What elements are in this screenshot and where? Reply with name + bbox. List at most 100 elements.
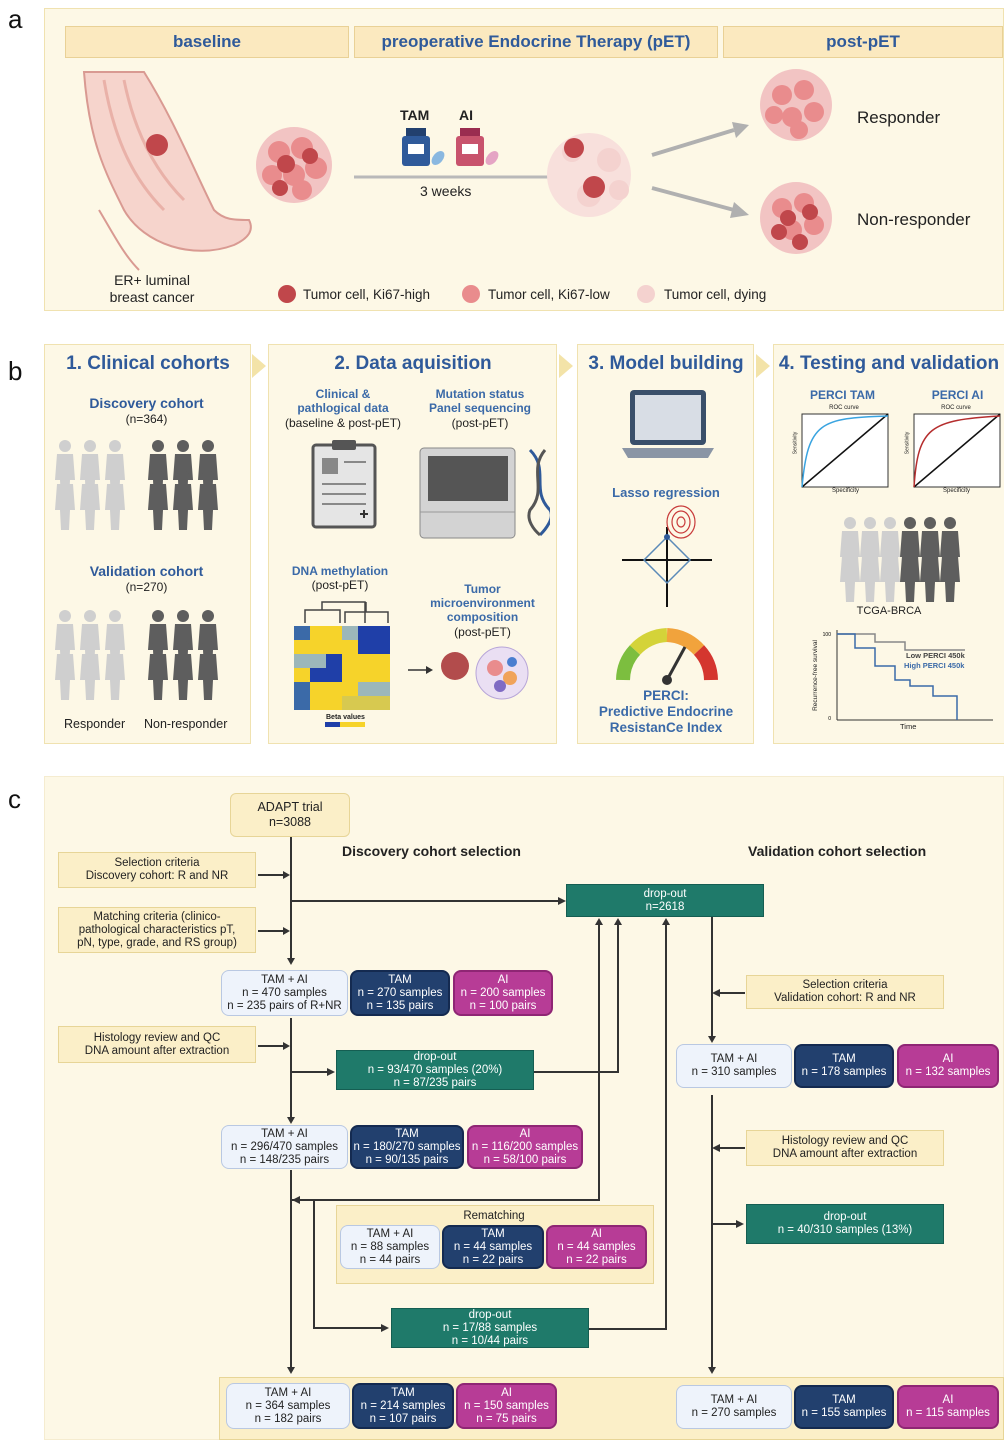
tcga-people-icons [840, 517, 960, 602]
sens-label-1: Sensitivity [792, 431, 799, 455]
panel-b-letter: b [8, 356, 23, 386]
ai-bottle-icon [456, 128, 499, 166]
label-cancer-type: ER+ luminal breast cancer [109, 272, 195, 305]
laptop-icon [622, 390, 714, 458]
header-baseline: baseline [65, 26, 349, 58]
validation-cohort-n: (n=270) [125, 580, 168, 594]
tme-label: Tumor microenvironment composition [430, 582, 535, 624]
header-post-pet: post-pET [723, 26, 1003, 58]
discovery-cohort-label: Discovery cohort [89, 395, 204, 411]
mutation-label: Mutation status Panel sequencing [428, 387, 532, 415]
vrow1-tam-ai: TAM + AI n = 310 samples [676, 1044, 792, 1088]
row3-tam: TAM n = 44 samples n = 22 pairs [442, 1225, 544, 1269]
legend-non-responder: Non-responder [144, 717, 228, 731]
roc-curves [801, 413, 1001, 488]
legend-responder: Responder [64, 717, 126, 731]
legend-ki67-low-icon [462, 285, 480, 303]
histology-review-discovery: Histology review and QC DNA amount after… [58, 1026, 256, 1063]
validation-selection-title: Validation cohort selection [748, 843, 927, 859]
cohort-people-icons [55, 440, 218, 700]
chevron-1-icon [252, 354, 266, 378]
row1-tam-ai: TAM + AI n = 470 samples n = 235 pairs o… [221, 970, 348, 1016]
row2-tam-ai: TAM + AI n = 296/470 samples n = 148/235… [221, 1125, 348, 1169]
title-data-acquisition: 2. Data aquisition [334, 353, 492, 374]
matching-criteria: Matching criteria (clinico- pathological… [58, 907, 256, 953]
tumor-cluster-responder [760, 69, 832, 141]
tam-bottle-icon [402, 128, 445, 166]
tumor-cluster-baseline [256, 127, 332, 203]
legend-ki67-low: Tumor cell, Ki67-low [488, 287, 610, 302]
methylation-note: (post-pET) [311, 578, 369, 592]
high-perci-legend: High PERCI 450k [904, 661, 965, 670]
row2-ai: AI n = 116/200 samples n = 58/100 pairs [467, 1125, 583, 1169]
title-testing-validation: 4. Testing and validation [778, 353, 1000, 374]
chevron-3-icon [756, 354, 770, 378]
clinical-data-label: Clinical & pathlogical data [297, 387, 389, 415]
tme-note: (post-pET) [454, 625, 511, 639]
row4-tam-ai: TAM + AI n = 364 samples n = 182 pairs [226, 1383, 350, 1429]
heatmap-and-tme-icons [294, 601, 529, 727]
panel-a-illustration [82, 69, 832, 303]
perci-tam-label: PERCI TAM [809, 388, 876, 402]
label-ai: AI [459, 107, 473, 123]
row4-ai: AI n = 150 samples n = 75 pairs [456, 1383, 557, 1429]
methylation-label: DNA methylation [291, 564, 389, 578]
sequencer-icon [419, 447, 516, 539]
vrow1-ai: AI n = 132 samples [897, 1044, 999, 1088]
svg-text:100: 100 [823, 632, 832, 638]
dna-icon [527, 448, 550, 537]
gauge-icon [616, 628, 718, 685]
chevron-2-icon [559, 354, 573, 378]
legend-ki67-high: Tumor cell, Ki67-high [303, 287, 431, 302]
survival-plot: 100 0 [823, 630, 993, 722]
mutation-note: (post-pET) [451, 416, 509, 430]
tcga-label: TCGA-BRCA [856, 605, 922, 617]
header-pet: preoperative Endocrine Therapy (pET) [354, 26, 718, 58]
spec-label-2: Specificity [943, 488, 971, 494]
clinical-data-note: (baseline & post-pET) [284, 416, 402, 430]
svg-text:0: 0 [828, 716, 831, 722]
validation-cohort-label: Validation cohort [89, 563, 204, 579]
breast-illustration [82, 71, 252, 271]
title-model-building: 3. Model building [588, 353, 744, 374]
discovery-cohort-n: (n=364) [125, 412, 168, 426]
beta-scale-bar [325, 722, 365, 727]
rematching-label: Rematching [463, 1210, 525, 1222]
vrow2-tam-ai: TAM + AI n = 270 samples [676, 1385, 792, 1429]
drop-out-validation: drop-out n = 40/310 samples (13%) [746, 1204, 944, 1244]
dendrogram-icon [304, 601, 389, 623]
beta-values-label: Beta values [326, 714, 365, 721]
drop-out-rematching: drop-out n = 17/88 samples n = 10/44 pai… [391, 1308, 589, 1348]
vrow1-tam: TAM n = 178 samples [794, 1044, 894, 1088]
spec-label-1: Specificity [832, 488, 860, 494]
clipboard-icon [311, 440, 377, 529]
row1-ai: AI n = 200 samples n = 100 pairs [453, 970, 553, 1016]
title-clinical-cohorts: 1. Clinical cohorts [66, 353, 230, 374]
drop-out-main: drop-out n=2618 [566, 884, 764, 917]
selection-criteria-discovery: Selection criteria Discovery cohort: R a… [58, 852, 256, 888]
perci-label: PERCI: Predictive Endocrine ResistanCe I… [598, 688, 734, 735]
panel-c-letter: c [8, 784, 21, 814]
tumor-cluster-non-responder [760, 182, 832, 254]
panel-a-background [44, 8, 1004, 311]
row1-tam: TAM n = 270 samples n = 135 pairs [350, 970, 450, 1016]
perci-ai-label: PERCI AI [931, 388, 984, 402]
row3-tam-ai: TAM + AI n = 88 samples n = 44 pairs [340, 1225, 440, 1269]
data-icons [311, 440, 550, 539]
legend-dying: Tumor cell, dying [664, 287, 767, 302]
label-responder: Responder [857, 108, 941, 127]
tumor-cluster-during-pet [547, 133, 631, 217]
selection-criteria-validation: Selection criteria Validation cohort: R … [746, 975, 944, 1009]
row2-tam: TAM n = 180/270 samples n = 90/135 pairs [350, 1125, 464, 1169]
sens-label-2: Sensitivity [904, 431, 911, 455]
tme-icon [441, 646, 529, 700]
row3-ai: AI n = 44 samples n = 22 pairs [546, 1225, 647, 1269]
rfs-axis-label: Recurrence-free survival [811, 640, 819, 711]
adapt-trial-box: ADAPT trial n=3088 [230, 793, 350, 837]
row4-tam: TAM n = 214 samples n = 107 pairs [352, 1383, 454, 1429]
histology-review-validation: Histology review and QC DNA amount after… [746, 1130, 944, 1166]
roc-tam-title: ROC curve [829, 405, 859, 411]
legend-ki67-high-icon [278, 285, 296, 303]
lasso-diagram [622, 505, 712, 607]
discovery-selection-title: Discovery cohort selection [342, 843, 521, 859]
